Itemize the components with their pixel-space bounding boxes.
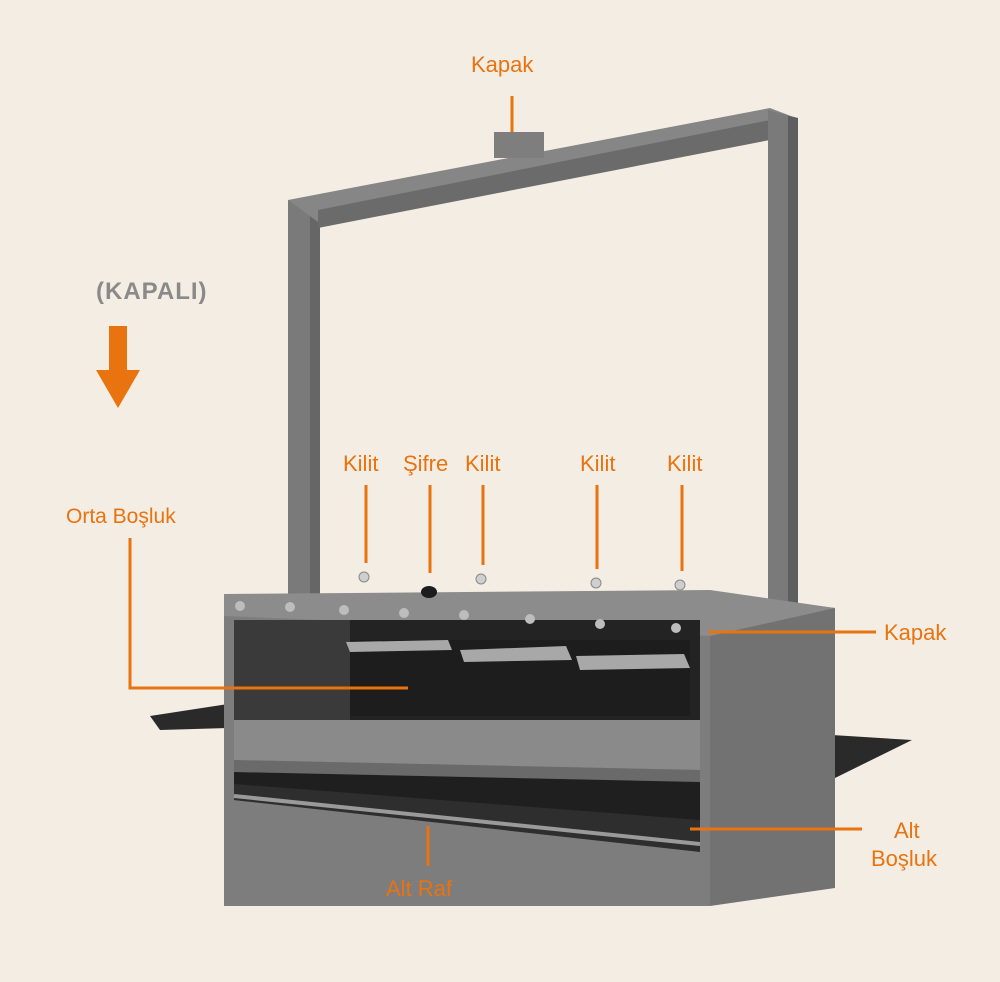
top-mount-block	[494, 132, 544, 158]
label-lock-2: Kilit	[465, 451, 501, 476]
state-label: (KAPALI)	[96, 278, 208, 305]
bolt	[235, 601, 245, 611]
bottom-rail	[233, 794, 701, 846]
frame-right-post-side	[788, 116, 798, 612]
leader-lines	[128, 96, 876, 866]
shelf	[234, 720, 700, 770]
drawer-3	[576, 654, 690, 670]
label-bottom-shelf: Alt Raf	[386, 876, 453, 901]
lock-knob	[674, 579, 686, 591]
middle-cavity-left-wall	[234, 620, 350, 720]
combination-dial	[421, 586, 437, 598]
arrow-down-icon	[96, 326, 140, 408]
label-lock-4: Kilit	[667, 451, 703, 476]
drawer-1	[346, 640, 452, 652]
lock-knob	[358, 571, 370, 583]
bolt	[459, 610, 469, 620]
label-bottom-space-line1: Alt	[894, 818, 920, 843]
label-top-lid: Kapak	[471, 52, 534, 77]
bolt	[339, 605, 349, 615]
bolt-row	[235, 601, 681, 633]
leader-middle-space	[128, 538, 408, 690]
lock-knob	[475, 573, 487, 585]
frame-left-post-side	[310, 205, 320, 598]
drawer-2	[460, 646, 572, 662]
floor-plate-right	[832, 735, 912, 778]
label-lock-3: Kilit	[580, 451, 616, 476]
frame-top-bar-under	[318, 120, 770, 228]
label-bottom-space-line2: Boşluk	[871, 846, 938, 871]
bolt	[671, 623, 681, 633]
label-middle-space: Orta Boşluk	[66, 505, 176, 528]
shelf-edge	[234, 760, 700, 782]
lock-knob	[590, 577, 602, 589]
lock-knobs	[358, 571, 686, 591]
bolt	[285, 602, 295, 612]
bolt	[525, 614, 535, 624]
bolt	[399, 608, 409, 618]
cabinet-right-side	[710, 594, 835, 906]
floor-plate-left	[150, 704, 228, 730]
bolt	[595, 619, 605, 629]
label-combination: Şifre	[403, 451, 449, 476]
label-side-lid: Kapak	[884, 620, 947, 645]
label-lock-1: Kilit	[343, 451, 379, 476]
